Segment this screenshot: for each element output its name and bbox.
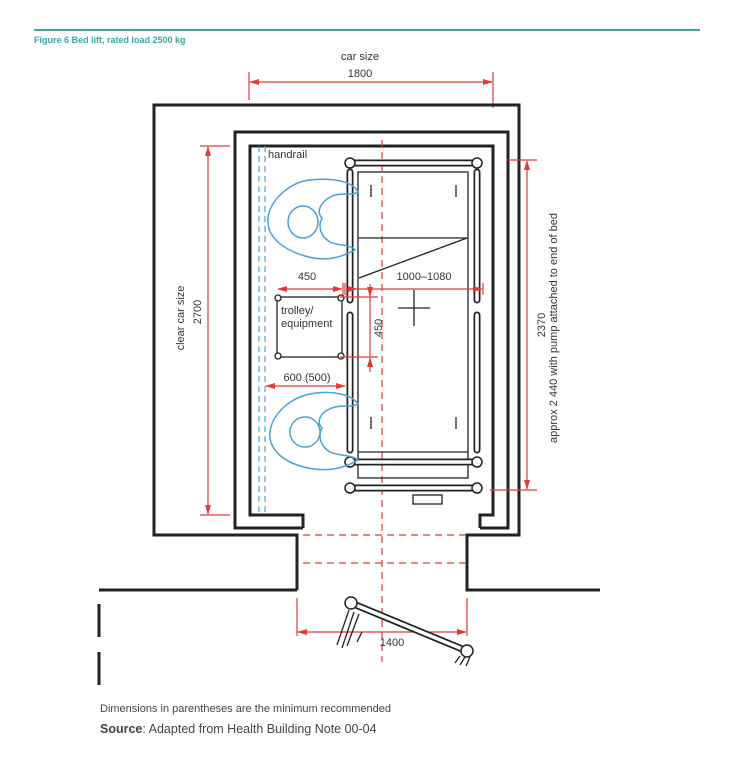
car-size-label: car size (341, 51, 379, 63)
trolley-label-2: equipment (281, 318, 332, 330)
car-size-dimension: car size 1800 (248, 51, 494, 108)
clear-car-size-value: 2700 (192, 300, 204, 324)
car-outer-wall (233, 130, 510, 530)
bed-length-value: 2370 (536, 313, 548, 337)
bed-entering (336, 596, 474, 667)
bed-length-dimension: 2370 approx 2 440 with pump attached to … (490, 159, 560, 491)
bed (344, 157, 483, 505)
car-inner-wall (248, 144, 495, 528)
shaft-wall (152, 103, 600, 592)
trolley-width-dimension: 450 (277, 271, 343, 292)
source-text: : Adapted from Health Building Note 00-0… (142, 722, 377, 736)
bed-width-dimension: 1000–1080 (342, 271, 484, 295)
handrail-label: handrail (268, 149, 307, 161)
person-figure (269, 391, 360, 471)
source-label: Source (100, 722, 143, 736)
side-clearance-value: 600 (500) (283, 372, 330, 384)
door-width-dimension: 1400 (296, 598, 468, 649)
source-line: Source: Adapted from Health Building Not… (100, 722, 377, 736)
clear-car-size-label: clear car size (175, 286, 187, 351)
door-width-value: 1400 (380, 637, 404, 649)
dimensions-note: Dimensions in parentheses are the minimu… (100, 703, 392, 715)
figure-title: Figure 6 Bed lift, rated load 2500 kg (34, 35, 186, 45)
trolley-width-value: 450 (298, 271, 316, 283)
side-clearance-dimension: 600 (500) (265, 372, 346, 389)
bed-rails (344, 157, 483, 494)
trolley-depth-value: 450 (373, 319, 385, 337)
bed-width-value: 1000–1080 (396, 271, 451, 283)
clear-car-size-dimension: clear car size 2700 (175, 145, 230, 516)
car-size-value: 1800 (348, 68, 372, 80)
trolley-equipment: trolley/ equipment (274, 294, 345, 360)
bed-length-note: approx 2 440 with pump attached to end o… (548, 213, 560, 443)
trolley-depth-dimension: 450 (340, 284, 385, 372)
person-figure (267, 178, 359, 260)
trolley-label-1: trolley/ (281, 305, 314, 317)
